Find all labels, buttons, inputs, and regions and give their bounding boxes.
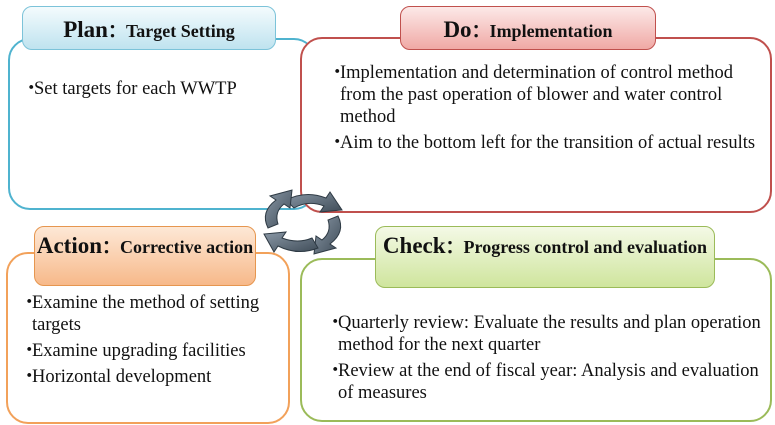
do-list: ・ Implementation and determination of co… (328, 62, 758, 158)
do-title-rest: ：Implementation (471, 21, 613, 41)
bullet-mark: ・ (22, 79, 41, 99)
check-title: Check：Progress control and evaluation (375, 226, 715, 288)
list-item-text: Quarterly review: Evaluate the results a… (338, 313, 761, 355)
list-item: ・ Quarterly review: Evaluate the results… (326, 312, 766, 356)
action-title-lead: Action (36, 233, 103, 258)
list-item-text: Implementation and determination of cont… (340, 63, 734, 127)
bullet-mark: ・ (326, 313, 345, 333)
bullet-mark: ・ (20, 341, 39, 361)
bullet-mark: ・ (326, 361, 345, 381)
list-item-text: Review at the end of fiscal year: Analys… (338, 361, 759, 403)
do-title: Do：Implementation (400, 6, 656, 50)
list-item: ・ Horizontal development (20, 366, 282, 388)
list-item-text: Set targets for each WWTP (34, 79, 237, 99)
bullet-mark: ・ (20, 293, 39, 313)
list-item: ・ Implementation and determination of co… (328, 62, 758, 128)
list-item: ・ Review at the end of fiscal year: Anal… (326, 360, 766, 404)
plan-title: Plan：Target Setting (22, 6, 276, 50)
list-item-text: Horizontal development (32, 367, 212, 387)
plan-title-lead: Plan (63, 17, 108, 42)
bullet-mark: ・ (328, 63, 347, 83)
action-title-rest: ：Corrective action (102, 237, 254, 257)
do-box (300, 37, 772, 213)
plan-box (8, 38, 316, 210)
action-list: ・ Examine the method of setting targets … (20, 292, 282, 392)
list-item-text: Examine the method of setting targets (32, 293, 260, 335)
do-title-lead: Do (443, 17, 472, 42)
check-list: ・ Quarterly review: Evaluate the results… (326, 312, 766, 408)
list-item-text: Aim to the bottom left for the transitio… (340, 133, 756, 153)
list-item-text: Examine upgrading facilities (32, 341, 246, 361)
cycle-arrows-icon (263, 189, 343, 255)
list-item: ・ Examine the method of setting targets (20, 292, 282, 336)
list-item: ・ Aim to the bottom left for the transit… (328, 132, 758, 154)
bullet-mark: ・ (20, 367, 39, 387)
bullet-mark: ・ (328, 133, 347, 153)
action-title: Action：Corrective action (34, 226, 256, 286)
plan-title-rest: ：Target Setting (107, 21, 235, 41)
check-title-lead: Check (382, 233, 446, 258)
list-item: ・ Examine upgrading facilities (20, 340, 282, 362)
list-item: ・ Set targets for each WWTP (22, 78, 292, 100)
plan-list: ・ Set targets for each WWTP (22, 78, 292, 104)
check-title-rest: ：Progress control and evaluation (445, 237, 708, 257)
